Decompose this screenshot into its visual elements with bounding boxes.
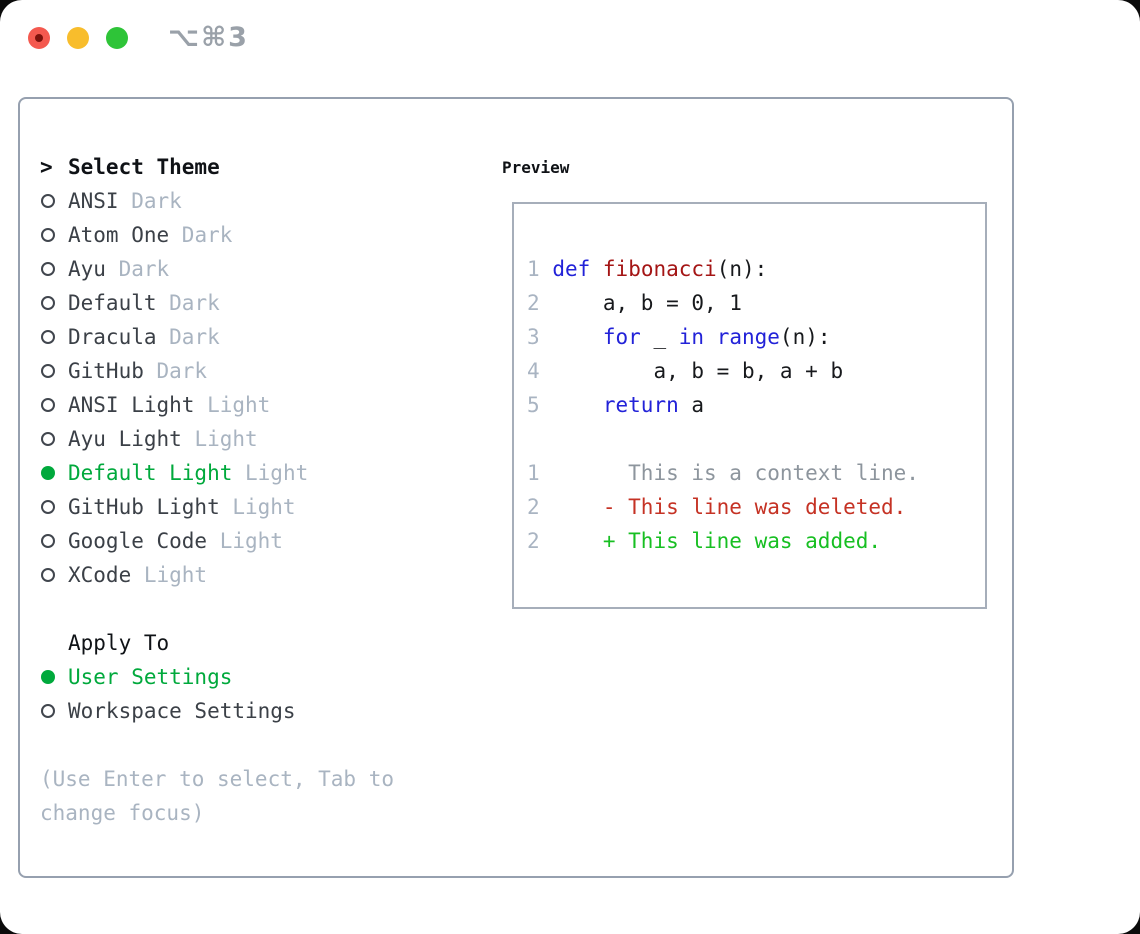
minimize-button[interactable]: [67, 27, 89, 49]
theme-option-ayu-light[interactable]: Ayu Light Light: [40, 422, 464, 456]
apply-to-header: Apply To: [40, 626, 464, 660]
preview-line: [527, 422, 985, 456]
apply-option-workspace-settings[interactable]: Workspace Settings: [40, 694, 464, 728]
option-variant-tag: Light: [219, 495, 296, 519]
radio-icon: [40, 432, 68, 446]
option-variant-tag: Dark: [118, 189, 182, 213]
theme-option-github-light[interactable]: GitHub Light Light: [40, 490, 464, 524]
theme-option-xcode[interactable]: XCode Light: [40, 558, 464, 592]
radio-icon: [40, 500, 68, 514]
preview-line: 5 return a: [527, 393, 705, 417]
close-button-dot-icon: [35, 34, 43, 42]
option-label: Atom One: [68, 223, 170, 247]
spacer: [40, 728, 464, 762]
preview-line: 2 - This line was deleted.: [527, 495, 907, 519]
option-label: ANSI Light: [68, 393, 195, 417]
option-variant-tag: Dark: [156, 291, 220, 315]
option-variant-tag: Light: [194, 393, 271, 417]
option-variant-tag: Dark: [169, 223, 233, 247]
radio-icon: [40, 330, 68, 344]
theme-option-default-light[interactable]: Default Light Light: [40, 456, 464, 490]
radio-icon: [40, 194, 68, 208]
option-label: Dracula: [68, 325, 157, 349]
option-variant-tag: Dark: [143, 359, 208, 383]
focus-caret-icon: >: [40, 155, 53, 179]
select-theme-header: > Select Theme: [40, 150, 464, 184]
option-variant-tag: Light: [207, 529, 283, 553]
option-label: Default Light: [68, 461, 233, 485]
apply-to-title: Apply To: [68, 631, 170, 655]
radio-selected-icon: [40, 670, 68, 684]
theme-option-github[interactable]: GitHub Dark: [40, 354, 464, 388]
radio-icon: [40, 398, 68, 412]
option-label: Google Code: [68, 529, 208, 553]
theme-option-default[interactable]: Default Dark: [40, 286, 464, 320]
option-variant-tag: Dark: [156, 325, 220, 349]
option-label: XCode: [68, 563, 132, 587]
radio-icon: [40, 568, 68, 582]
option-label: GitHub: [68, 359, 144, 383]
option-label: Default: [68, 291, 157, 315]
preview-line: 1 This is a context line.: [527, 461, 919, 485]
option-variant-tag: Light: [181, 427, 258, 451]
titlebar: ⌥⌘3: [0, 0, 1140, 80]
option-label: GitHub Light: [68, 495, 220, 519]
option-label: Workspace Settings: [68, 699, 296, 723]
apply-option-user-settings[interactable]: User Settings: [40, 660, 464, 694]
radio-icon: [40, 534, 68, 548]
option-label: User Settings: [68, 665, 233, 689]
radio-icon: [40, 228, 68, 242]
theme-option-google-code[interactable]: Google Code Light: [40, 524, 464, 558]
radio-icon: [40, 262, 68, 276]
option-variant-tag: Light: [232, 461, 309, 485]
preview-line: 4 a, b = b, a + b: [527, 359, 844, 383]
preview-line: 3 for _ in range(n):: [527, 325, 831, 349]
radio-icon: [40, 704, 68, 718]
preview-box: 1 def fibonacci(n): 2 a, b = 0, 1 3 for _ …: [512, 202, 987, 609]
theme-option-ayu[interactable]: Ayu Dark: [40, 252, 464, 286]
preview-line: 2 + This line was added.: [527, 529, 882, 553]
preview-code: 1 def fibonacci(n): 2 a, b = 0, 1 3 for _ …: [527, 252, 985, 558]
spacer: [40, 592, 464, 626]
preview-header: Preview: [502, 150, 569, 184]
keyboard-shortcut-label: ⌥⌘3: [168, 22, 249, 53]
help-text: (Use Enter to select, Tab to change focu…: [40, 767, 395, 825]
preview-line: 2 a, b = 0, 1: [527, 291, 742, 315]
preview-title: Preview: [502, 157, 570, 177]
theme-option-ansi[interactable]: ANSI Dark: [40, 184, 464, 218]
option-label: ANSI: [68, 189, 119, 213]
option-variant-tag: Light: [131, 563, 208, 587]
theme-option-atom-one[interactable]: Atom One Dark: [40, 218, 464, 252]
theme-option-dracula[interactable]: Dracula Dark: [40, 320, 464, 354]
theme-option-ansi-light[interactable]: ANSI Light Light: [40, 388, 464, 422]
maximize-button[interactable]: [106, 27, 128, 49]
close-button[interactable]: [28, 27, 50, 49]
option-label: Ayu: [68, 257, 106, 281]
radio-selected-icon: [40, 466, 68, 480]
option-variant-tag: Dark: [105, 257, 170, 281]
radio-icon: [40, 364, 68, 378]
select-theme-title: Select Theme: [68, 155, 220, 179]
radio-icon: [40, 296, 68, 310]
option-label: Ayu Light: [68, 427, 182, 451]
preview-line: 1 def fibonacci(n):: [527, 257, 768, 281]
preview-section: Preview: [502, 150, 569, 184]
